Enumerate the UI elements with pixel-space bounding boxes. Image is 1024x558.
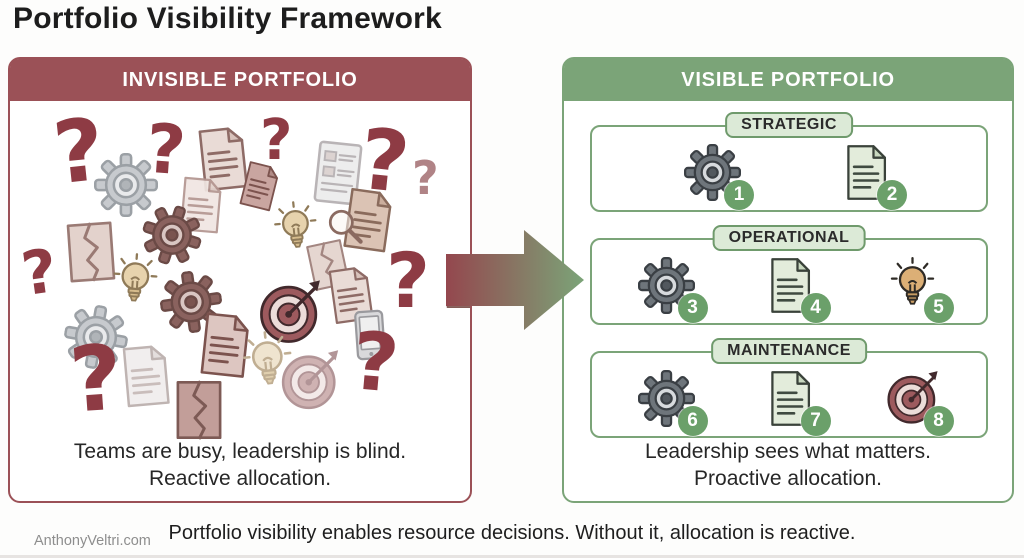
category-label: OPERATIONAL [712, 225, 866, 251]
gear-icon: 6 [637, 370, 708, 436]
visible-portfolio-header: VISIBLE PORTFOLIO [564, 59, 1012, 101]
number-badge: 7 [800, 406, 831, 436]
invisible-caption-line1: Teams are busy, leadership is blind. [73, 439, 407, 463]
chaos-icon-cluster: ????????? [10, 101, 470, 443]
target-icon [278, 349, 342, 413]
gear-icon: 1 [684, 144, 754, 210]
invisible-portfolio-panel: INVISIBLE PORTFOLIO ????????? Teams are … [8, 57, 472, 503]
gear-icon: 3 [637, 257, 708, 323]
number-badge: 5 [923, 293, 954, 323]
bulb-icon [104, 251, 166, 313]
doc-icon: 2 [837, 144, 907, 210]
doc-icon: 7 [761, 370, 831, 436]
page-title: Portfolio Visibility Framework [13, 2, 442, 35]
question-mark-icon: ? [17, 235, 62, 311]
transition-arrow-icon [446, 230, 584, 330]
number-badge: 3 [677, 293, 708, 323]
formdoc-icon [303, 138, 373, 208]
magnifier-icon [322, 203, 368, 249]
number-badge: 1 [724, 180, 754, 210]
question-mark-icon: ? [260, 108, 293, 173]
question-mark-icon: ? [386, 236, 431, 325]
invisible-caption: Teams are busy, leadership is blind. Rea… [10, 438, 470, 493]
category-row-operational: OPERATIONAL 3 4 5 [590, 225, 988, 325]
doc-icon: 4 [761, 257, 831, 323]
doc-icon [318, 263, 381, 326]
footer-note: Portfolio visibility enables resource de… [168, 522, 856, 544]
doc-icon [231, 158, 287, 214]
number-badge: 4 [800, 293, 831, 323]
number-badge: 8 [923, 406, 954, 436]
gear-icon [94, 153, 158, 217]
category-label: MAINTENANCE [711, 338, 867, 364]
visible-caption: Leadership sees what matters. Proactive … [564, 438, 1012, 493]
invisible-portfolio-header: INVISIBLE PORTFOLIO [10, 59, 470, 101]
doc-icon [111, 342, 178, 409]
target-icon [256, 279, 324, 347]
category-items: 6 7 8 [637, 370, 954, 436]
brokendoc-icon [56, 217, 126, 287]
visible-caption-line1: Leadership sees what matters. [645, 439, 931, 463]
bulb-icon [233, 328, 303, 398]
category-items: 3 4 5 [637, 257, 954, 323]
bulb-icon [265, 198, 327, 260]
number-badge: 6 [677, 406, 708, 436]
question-mark-icon: ? [348, 314, 403, 411]
question-mark-icon: ? [412, 151, 439, 205]
bulb-icon: 5 [884, 257, 954, 323]
category-label: STRATEGIC [725, 112, 853, 138]
doc-icon [187, 124, 257, 194]
watermark: AnthonyVeltri.com [34, 533, 151, 549]
number-badge: 2 [877, 180, 907, 210]
invisible-caption-line2: Reactive allocation. [148, 467, 332, 491]
gear-icon [134, 197, 210, 273]
visible-caption-line2: Proactive allocation. [694, 467, 882, 491]
tablet-icon [340, 305, 400, 365]
target-icon: 8 [884, 370, 954, 436]
doc-icon [189, 310, 259, 380]
category-row-maintenance: MAINTENANCE 6 7 8 [590, 338, 988, 438]
brokendoc-icon [166, 377, 232, 443]
gear-icon [59, 300, 133, 374]
